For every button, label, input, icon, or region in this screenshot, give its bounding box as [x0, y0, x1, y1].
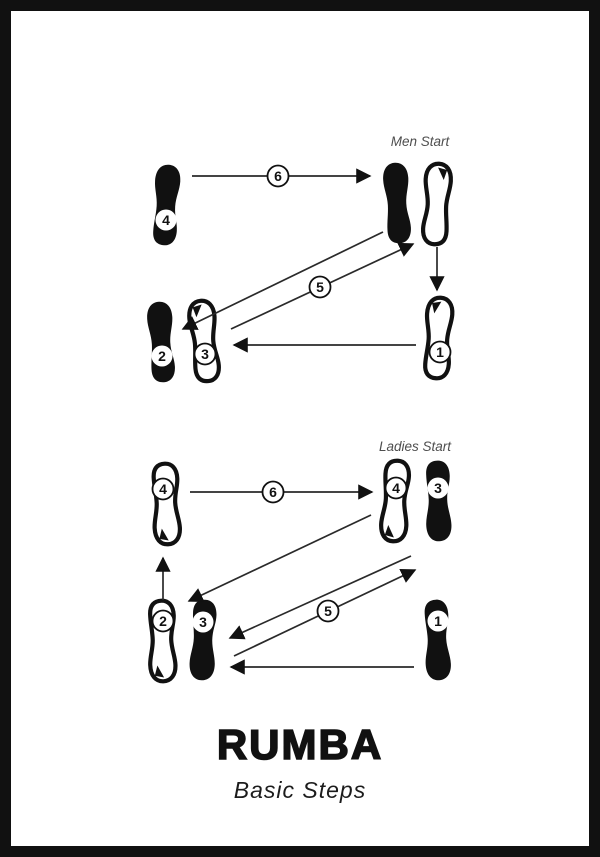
men-step4-badge: 4 [155, 209, 177, 231]
men-foot-step3-white-footprint-icon [188, 300, 220, 383]
svg-text:4: 4 [392, 480, 400, 496]
ladies-step4-right-badge: 4 [384, 476, 408, 500]
ladies-section: Ladies Start 4 6 [148, 439, 452, 682]
svg-text:3: 3 [201, 346, 209, 362]
svg-text:3: 3 [199, 614, 207, 630]
ladies-arrow-diagonal-down-short [228, 555, 412, 640]
ladies-start-black-footprint-icon [424, 460, 452, 542]
svg-text:6: 6 [269, 484, 277, 500]
men-foot-step2-black-footprint-icon [146, 301, 176, 383]
svg-text:4: 4 [162, 212, 170, 228]
men-start-label: Men Start [391, 134, 451, 149]
svg-text:6: 6 [274, 168, 282, 184]
ladies-arrow-diagonal-down-long [187, 514, 372, 603]
title-block: RUMBA Basic Steps [216, 720, 383, 803]
svg-text:2: 2 [159, 613, 167, 629]
men-foot-step4-black-footprint-icon [150, 163, 182, 247]
ladies-start-label: Ladies Start [379, 439, 452, 454]
svg-text:3: 3 [434, 480, 442, 496]
men-foot-step1-white-footprint-icon [423, 297, 454, 379]
ladies-step2-badge: 2 [151, 609, 175, 633]
men-start-right-white-footprint-icon [422, 163, 451, 245]
ladies-step5-badge: 5 [316, 599, 340, 623]
men-step5-badge: 5 [308, 275, 332, 299]
men-step1-badge: 1 [428, 340, 452, 364]
men-start-left-black-footprint-icon [382, 162, 412, 244]
men-step2-badge: 2 [151, 345, 173, 367]
men-arrow-diagonal-down [181, 231, 384, 330]
svg-text:2: 2 [158, 348, 166, 364]
svg-text:5: 5 [316, 279, 324, 295]
svg-text:1: 1 [436, 344, 444, 360]
ladies-start-white-footprint-icon [380, 460, 409, 542]
svg-text:1: 1 [434, 613, 442, 629]
men-section: Men Start 4 6 [146, 134, 453, 383]
ladies-step3-badge: 3 [192, 611, 214, 633]
ladies-foot-step4-left-white-footprint-icon [151, 463, 180, 545]
ladies-step6-badge: 6 [261, 480, 285, 504]
ladies-step1-badge: 1 [427, 610, 449, 632]
ladies-step3-start-badge: 3 [427, 477, 449, 499]
poster-title: RUMBA [217, 721, 383, 768]
men-step6-badge: 6 [266, 164, 290, 188]
men-step3-badge: 3 [193, 342, 217, 366]
svg-text:5: 5 [324, 603, 332, 619]
poster-subtitle: Basic Steps [234, 777, 366, 803]
svg-text:4: 4 [159, 481, 167, 497]
ladies-foot-step3-black-footprint-icon [189, 599, 217, 681]
ladies-step4-left-badge: 4 [151, 477, 175, 501]
